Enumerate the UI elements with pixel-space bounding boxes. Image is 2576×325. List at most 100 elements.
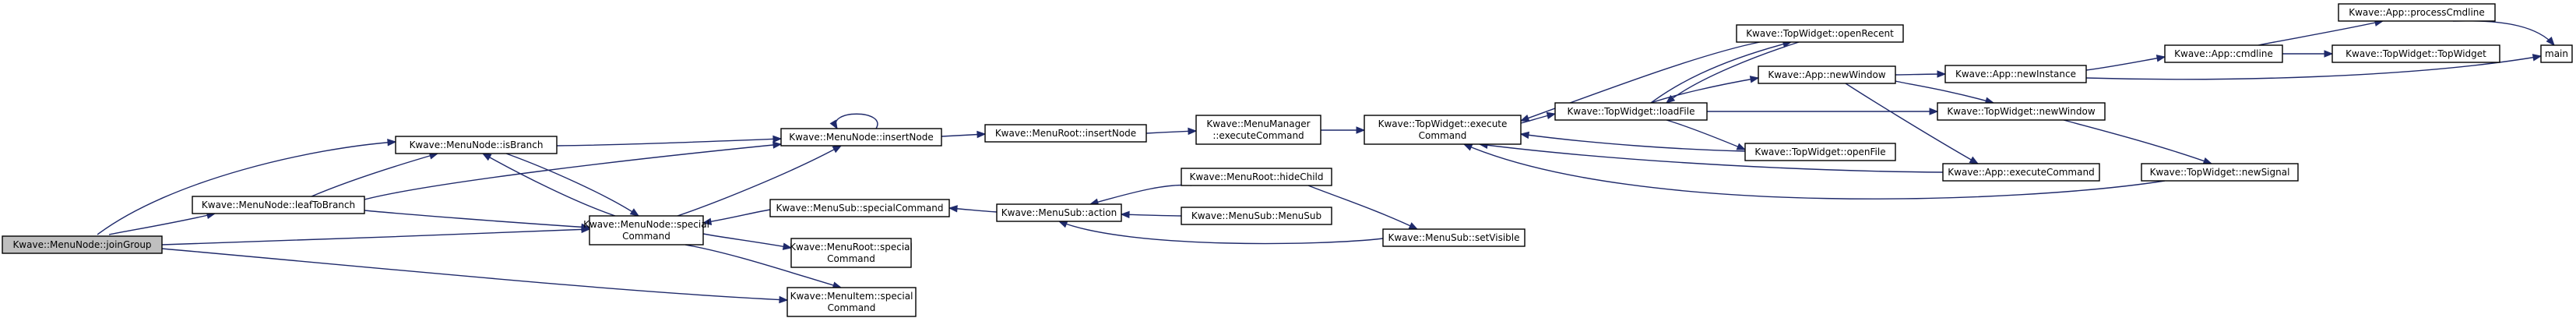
arrowhead-icon (1120, 210, 1130, 219)
arrowhead-icon (772, 135, 783, 143)
edge-main-to-appProcessCmdline (2452, 20, 2555, 47)
node-box (1554, 102, 1708, 121)
edge-line (1666, 41, 1800, 104)
node-menuRootHideChild[interactable]: Kwave::MenuRoot::hideChild (1181, 168, 1332, 186)
node-appExecuteCommand[interactable]: Kwave::App::executeCommand (1942, 163, 2100, 182)
edge-line (108, 213, 216, 235)
edge-line (505, 153, 639, 217)
node-twExecuteCommand[interactable]: Kwave::TopWidget::executeCommand (1364, 115, 1522, 145)
edge-line (2063, 119, 2212, 164)
arrowhead-icon (1929, 108, 1939, 115)
node-label: main (2545, 48, 2568, 59)
edge-line (556, 138, 782, 147)
edge-line (161, 228, 590, 246)
node-executeCommandMgr[interactable]: Kwave::MenuManager::executeCommand (1195, 115, 1321, 145)
node-box (984, 124, 1147, 143)
node-label: Kwave::MenuSub::setVisible (1388, 232, 1519, 243)
node-label: Kwave::App::newWindow (1768, 69, 1885, 80)
node-box (1382, 228, 1526, 247)
node-main[interactable]: main (2540, 44, 2573, 63)
node-box (1944, 65, 2087, 83)
node-box (1181, 168, 1332, 186)
node-label: Kwave::MenuNode::special (583, 219, 709, 230)
edge-line (2085, 55, 2542, 80)
node-appProcessCmdline[interactable]: Kwave::App::processCmdline (2338, 3, 2496, 22)
edge-isBranch-to-joinGroup (97, 139, 397, 235)
node-appNewInstance[interactable]: Kwave::App::newInstance (1944, 65, 2087, 83)
edge-line (1089, 184, 1192, 205)
node-menuSubAction[interactable]: Kwave::MenuSub::action (996, 203, 1122, 222)
node-box (1364, 115, 1522, 145)
node-label: Kwave::MenuNode::leafToBranch (202, 200, 355, 210)
edge-line (97, 141, 396, 235)
node-menuSubSpecialCommand[interactable]: Kwave::MenuSub::specialCommand (769, 199, 950, 217)
edge-line (311, 153, 438, 197)
node-box (395, 136, 558, 154)
arrowhead-icon (581, 223, 591, 231)
edge-isBranch-to-specialCommandNode (481, 153, 616, 217)
node-twTopWidget[interactable]: Kwave::TopWidget::TopWidget (2331, 44, 2500, 63)
edge-line (1520, 133, 1746, 152)
arrowhead-icon (1057, 221, 1068, 228)
node-menuRootInsertNode[interactable]: Kwave::MenuRoot::insertNode (984, 124, 1147, 143)
node-menuItemSpecialCommand[interactable]: Kwave::MenuItem::specialCommand (787, 287, 917, 317)
node-label: Kwave::TopWidget::newSignal (2150, 167, 2290, 178)
edge-line (835, 113, 878, 129)
node-twOpenRecent[interactable]: Kwave::TopWidget::openRecent (1736, 24, 1904, 43)
arrowhead-icon (1519, 114, 1530, 122)
edge-menuSubAction-to-menuRootHideChild (1089, 184, 1192, 206)
edge-main-to-appNewInstance (2085, 54, 2543, 80)
arrowhead-icon (779, 295, 789, 304)
edge-twNewSignal-to-twNewWindow (2063, 119, 2213, 164)
node-label: Kwave::TopWidget::newWindow (1947, 106, 2096, 117)
node-twNewWindow[interactable]: Kwave::TopWidget::newWindow (1937, 102, 2106, 121)
call-edges (97, 19, 2555, 304)
edge-menuItemSpecialCommand-to-joinGroup (161, 248, 789, 304)
node-menuSubMenuSub[interactable]: Kwave::MenuSub::MenuSub (1181, 207, 1332, 225)
node-twLoadFile[interactable]: Kwave::TopWidget::loadFile (1554, 102, 1708, 121)
node-isBranch[interactable]: Kwave::MenuNode::isBranch (395, 136, 558, 154)
edge-twExecuteCommand-to-twOpenRecent (1519, 41, 1761, 122)
node-label: Kwave::MenuNode::isBranch (410, 140, 544, 150)
arrowhead-icon (1188, 127, 1198, 136)
node-twOpenFile[interactable]: Kwave::TopWidget::openFile (1744, 143, 1896, 161)
edge-specialCommandNode-to-menuSubSpecialCommand (702, 209, 771, 225)
edge-line (677, 145, 842, 217)
node-label: Kwave::TopWidget::TopWidget (2345, 48, 2486, 59)
edge-line (702, 233, 792, 249)
edge-line (2258, 20, 2384, 46)
node-menuSubSetVisible[interactable]: Kwave::MenuSub::setVisible (1382, 228, 1526, 247)
arrowhead-icon (481, 153, 492, 161)
node-specialCommandNode[interactable]: Kwave::MenuNode::specialCommand (583, 215, 709, 246)
node-twNewSignal[interactable]: Kwave::TopWidget::newSignal (2141, 163, 2299, 182)
edge-menuSubAction-to-menuSubMenuSub (1120, 210, 1182, 219)
edge-line (1479, 143, 1944, 173)
node-box (2331, 44, 2500, 63)
node-appNewWindow[interactable]: Kwave::App::newWindow (1758, 65, 1896, 84)
node-label: Kwave::TopWidget::loadFile (1568, 106, 1695, 117)
edge-line (364, 143, 782, 200)
arrowhead-icon (2532, 54, 2543, 62)
arrowhead-icon (1749, 76, 1760, 83)
edge-menuRootSpecialCommand-to-specialCommandNode (702, 233, 793, 250)
node-label: Kwave::App::cmdline (2174, 48, 2273, 59)
node-label: Kwave::App::newInstance (1955, 69, 2076, 79)
arrowhead-icon (948, 205, 958, 213)
edge-appNewWindow-to-twLoadFile (1650, 76, 1760, 104)
node-appCmdline[interactable]: Kwave::App::cmdline (2164, 44, 2283, 63)
arrowhead-icon (1408, 222, 1419, 230)
node-menuRootSpecialCommand[interactable]: Kwave::MenuRoot::specialCommand (790, 238, 913, 268)
node-box (2141, 163, 2299, 182)
node-label: Kwave::App::executeCommand (1948, 167, 2094, 178)
node-box (192, 196, 365, 214)
node-label: Kwave::MenuNode::insertNode (789, 132, 934, 143)
node-box (2, 235, 163, 254)
arrowhead-icon (772, 141, 783, 149)
edge-line (1520, 41, 1761, 122)
edge-twExecuteCommand-to-executeCommandMgr (1321, 126, 1366, 134)
node-leafToBranch[interactable]: Kwave::MenuNode::leafToBranch (192, 196, 365, 214)
node-insertNode[interactable]: Kwave::MenuNode::insertNode (780, 128, 942, 147)
node-joinGroup[interactable]: Kwave::MenuNode::joinGroup (2, 235, 163, 254)
node-label: Kwave::MenuNode::joinGroup (12, 239, 151, 250)
edge-appNewInstance-to-appNewWindow (1895, 70, 1947, 78)
